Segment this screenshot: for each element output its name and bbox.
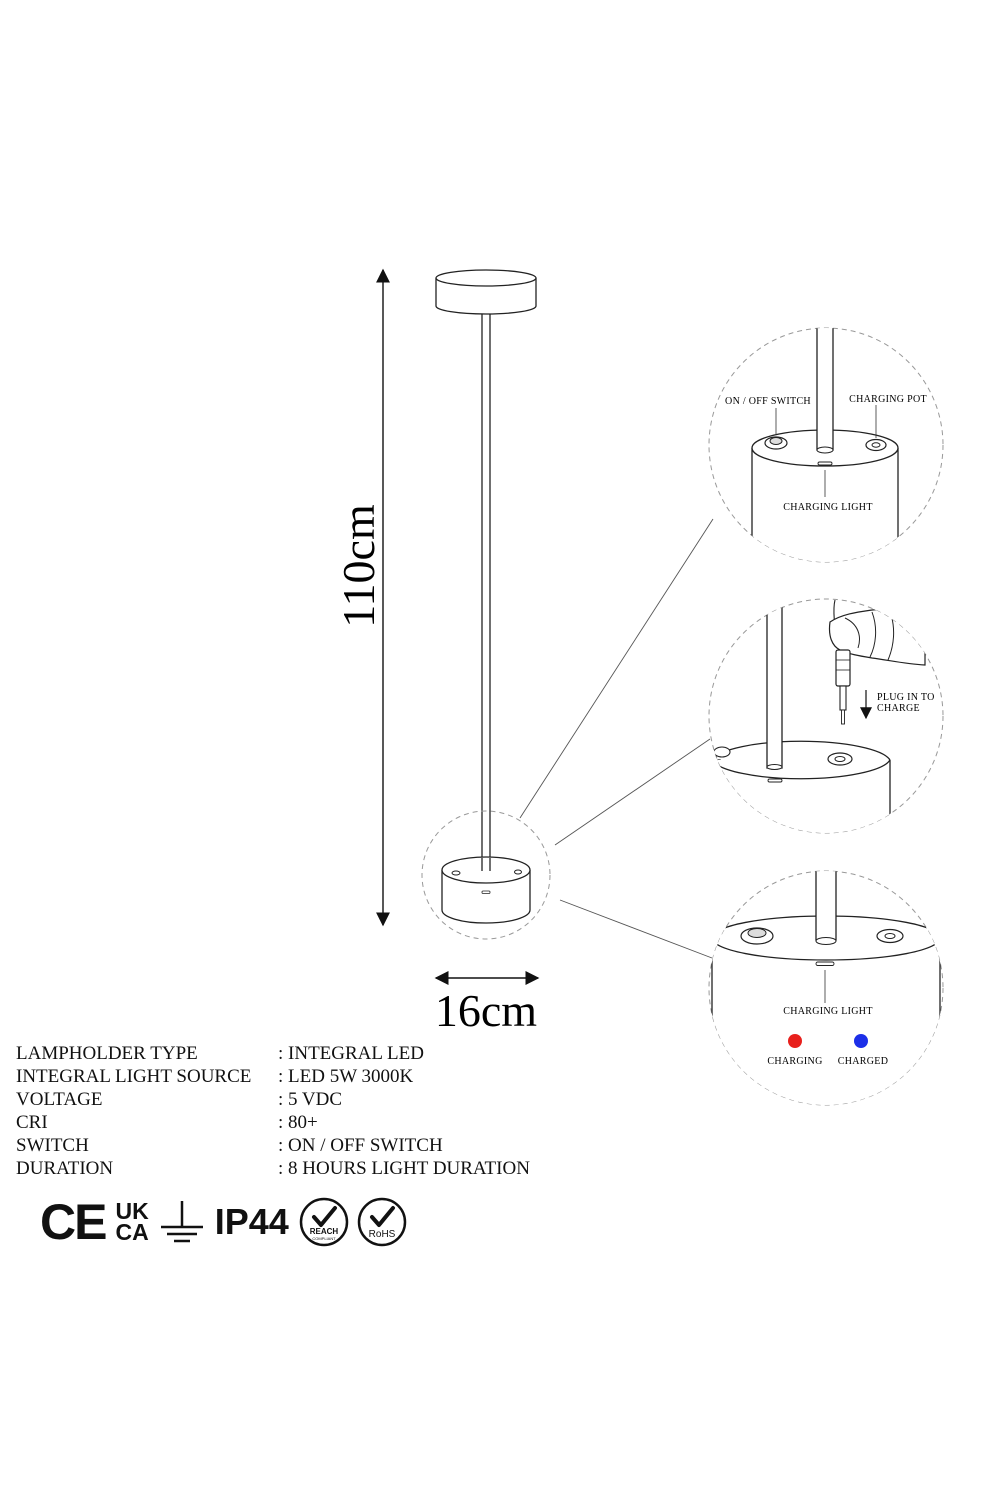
charging-light-label: CHARGING LIGHT — [783, 502, 872, 513]
charging-light-indicator — [817, 461, 833, 466]
on-off-switch-icon — [740, 927, 774, 945]
charging-status-label: CHARGING — [767, 1056, 822, 1067]
spec-key: CRI — [16, 1112, 48, 1133]
spec-value: : 5 VDC — [278, 1089, 343, 1110]
charging-port-icon — [865, 438, 887, 452]
plug-in-label-line2: CHARGE — [877, 703, 920, 714]
width-dimension: 16cm — [434, 971, 540, 1036]
charging-red-dot — [788, 1034, 802, 1048]
on-off-switch-icon — [713, 746, 731, 758]
charging-port-label: CHARGING POT — [849, 394, 927, 405]
spec-row: LAMPHOLDER TYPE : INTEGRAL LED — [16, 1042, 530, 1065]
charging-light-label: CHARGING LIGHT — [783, 1006, 872, 1017]
lamp-pole — [481, 314, 491, 858]
spec-value: : LED 5W 3000K — [278, 1066, 414, 1087]
callout-plug-in: PLUG IN TO CHARGE — [708, 598, 944, 834]
ukca-top: UK — [115, 1198, 149, 1224]
charged-status-label: CHARGED — [838, 1056, 888, 1067]
width-label: 16cm — [435, 985, 537, 1036]
ce-mark-icon: CE — [40, 1194, 107, 1250]
base-zoom-circle — [421, 810, 551, 940]
charged-blue-dot — [854, 1034, 868, 1048]
spec-row: SWITCH : ON / OFF SWITCH — [16, 1134, 530, 1157]
spec-value: : INTEGRAL LED — [278, 1043, 424, 1064]
callout-switch-port: ON / OFF SWITCH CHARGING POT CHARGING LI… — [708, 327, 944, 563]
reach-badge-icon: REACH COMPLIANT — [299, 1197, 349, 1247]
ukca-bottom: CA — [115, 1219, 149, 1245]
lamp-base — [441, 856, 531, 924]
spec-key: SWITCH — [16, 1135, 89, 1156]
charging-light-indicator — [815, 961, 835, 966]
lamp-head — [435, 269, 537, 315]
reach-text: REACH — [310, 1227, 339, 1236]
rohs-text: RoHS — [368, 1229, 395, 1240]
spec-value: : ON / OFF SWITCH — [278, 1135, 443, 1156]
spec-row: DURATION : 8 HOURS LIGHT DURATION — [16, 1157, 530, 1180]
callout-leader-lines — [519, 518, 714, 959]
charging-port-icon — [876, 928, 904, 944]
spec-key: DURATION — [16, 1158, 114, 1179]
spec-key: LAMPHOLDER TYPE — [16, 1043, 198, 1064]
spec-value: : 8 HOURS LIGHT DURATION — [278, 1158, 530, 1179]
charging-port-icon — [827, 752, 853, 766]
spec-key: VOLTAGE — [16, 1089, 103, 1110]
callout-charging-light: CHARGING LIGHT CHARGING CHARGED — [708, 870, 944, 1106]
on-off-switch-icon — [764, 436, 788, 450]
rohs-badge-icon: RoHS — [357, 1197, 407, 1247]
spec-row: VOLTAGE : 5 VDC — [16, 1088, 530, 1111]
spec-value: : 80+ — [278, 1112, 318, 1133]
height-dimension: 110cm — [333, 268, 390, 927]
ip-rating-icon: IP44 — [214, 1201, 289, 1242]
ukca-mark-icon: UK CA — [115, 1198, 149, 1245]
plug-in-label-line1: PLUG IN TO — [877, 692, 935, 703]
spec-row: INTEGRAL LIGHT SOURCE : LED 5W 3000K — [16, 1065, 530, 1088]
on-off-switch-label: ON / OFF SWITCH — [725, 396, 811, 407]
height-label: 110cm — [333, 504, 384, 628]
ground-symbol-icon — [160, 1201, 203, 1243]
spec-table: LAMPHOLDER TYPE : INTEGRAL LED INTEGRAL L… — [16, 1042, 530, 1180]
spec-row: CRI : 80+ — [16, 1111, 530, 1134]
reach-sub-text: COMPLIANT — [312, 1236, 336, 1241]
spec-key: INTEGRAL LIGHT SOURCE — [16, 1066, 252, 1087]
certification-row: CE UK CA IP44 REACH COMPLIANT RoHS — [40, 1192, 415, 1252]
